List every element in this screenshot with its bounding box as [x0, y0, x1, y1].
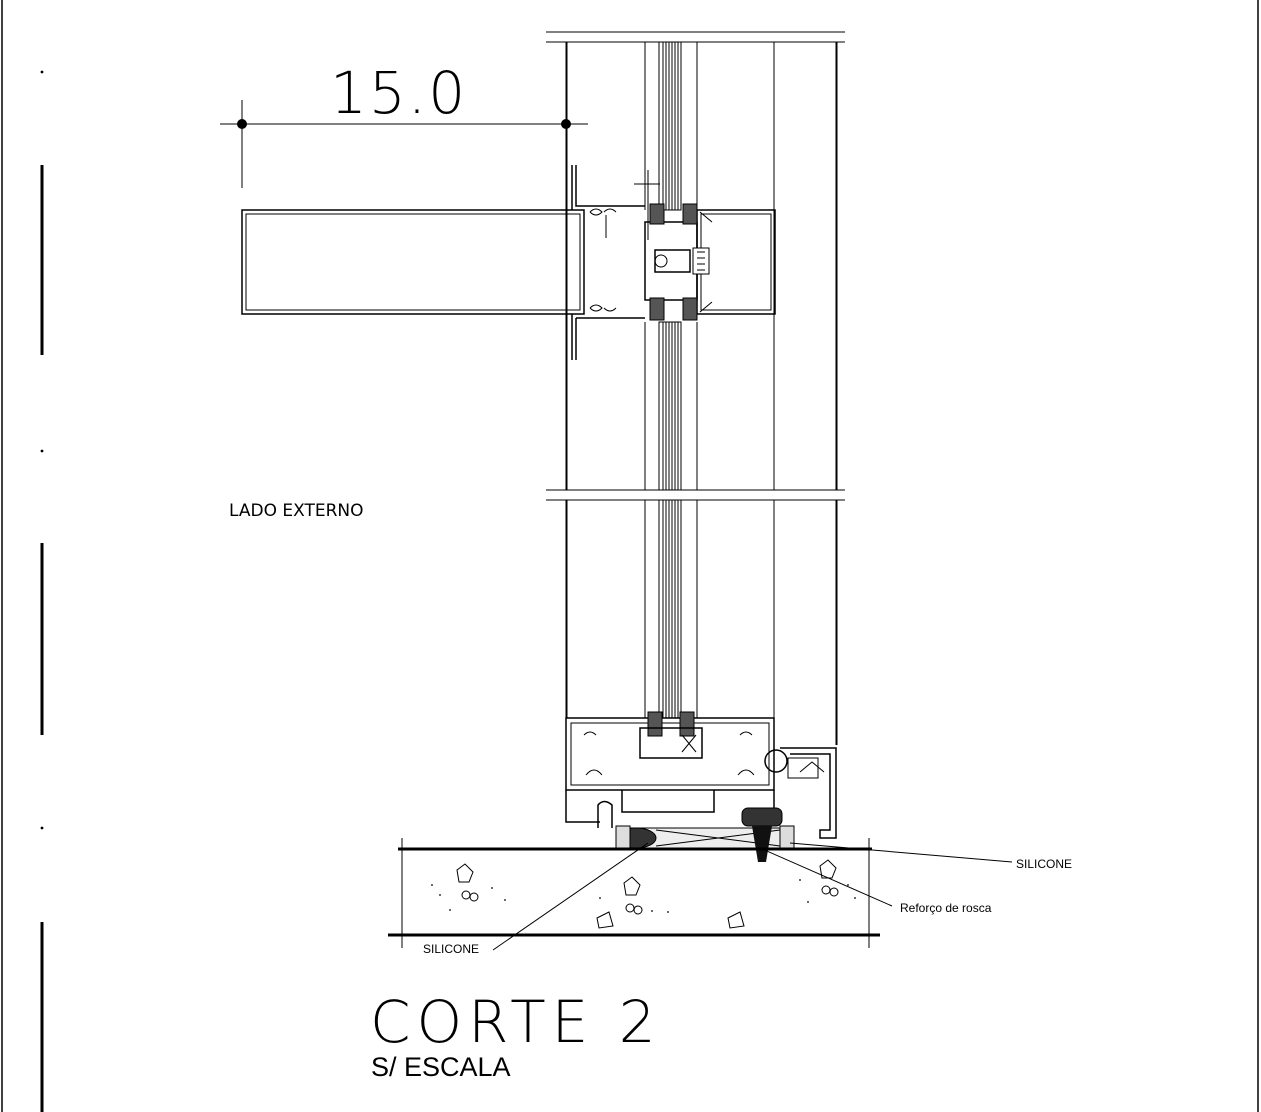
dimension-line: 15.0 — [220, 59, 588, 188]
sill-profile — [565, 711, 775, 828]
transom-beam — [241, 165, 776, 360]
anchor-screw — [615, 807, 795, 862]
side-label: LADO EXTERNO — [229, 501, 364, 521]
top-cap — [546, 31, 845, 43]
dimension-label: 15.0 — [330, 59, 467, 127]
mullion-lower — [565, 499, 838, 745]
leader-lines — [492, 842, 1013, 951]
mid-cap — [546, 489, 845, 501]
mullion-upper — [565, 42, 838, 490]
callout-silicone-left: SILICONE — [423, 942, 479, 956]
clip-profile — [764, 747, 837, 839]
drawing-subtitle: S/ ESCALA — [371, 1052, 511, 1082]
transom-connector — [644, 203, 713, 321]
drawing-title: CORTE 2 — [370, 988, 662, 1056]
glass-panel-upper — [644, 41, 698, 491]
concrete-slab — [388, 838, 880, 948]
callout-reforco: Reforço de rosca — [900, 901, 992, 915]
callout-silicone-right: SILICONE — [1016, 857, 1072, 871]
